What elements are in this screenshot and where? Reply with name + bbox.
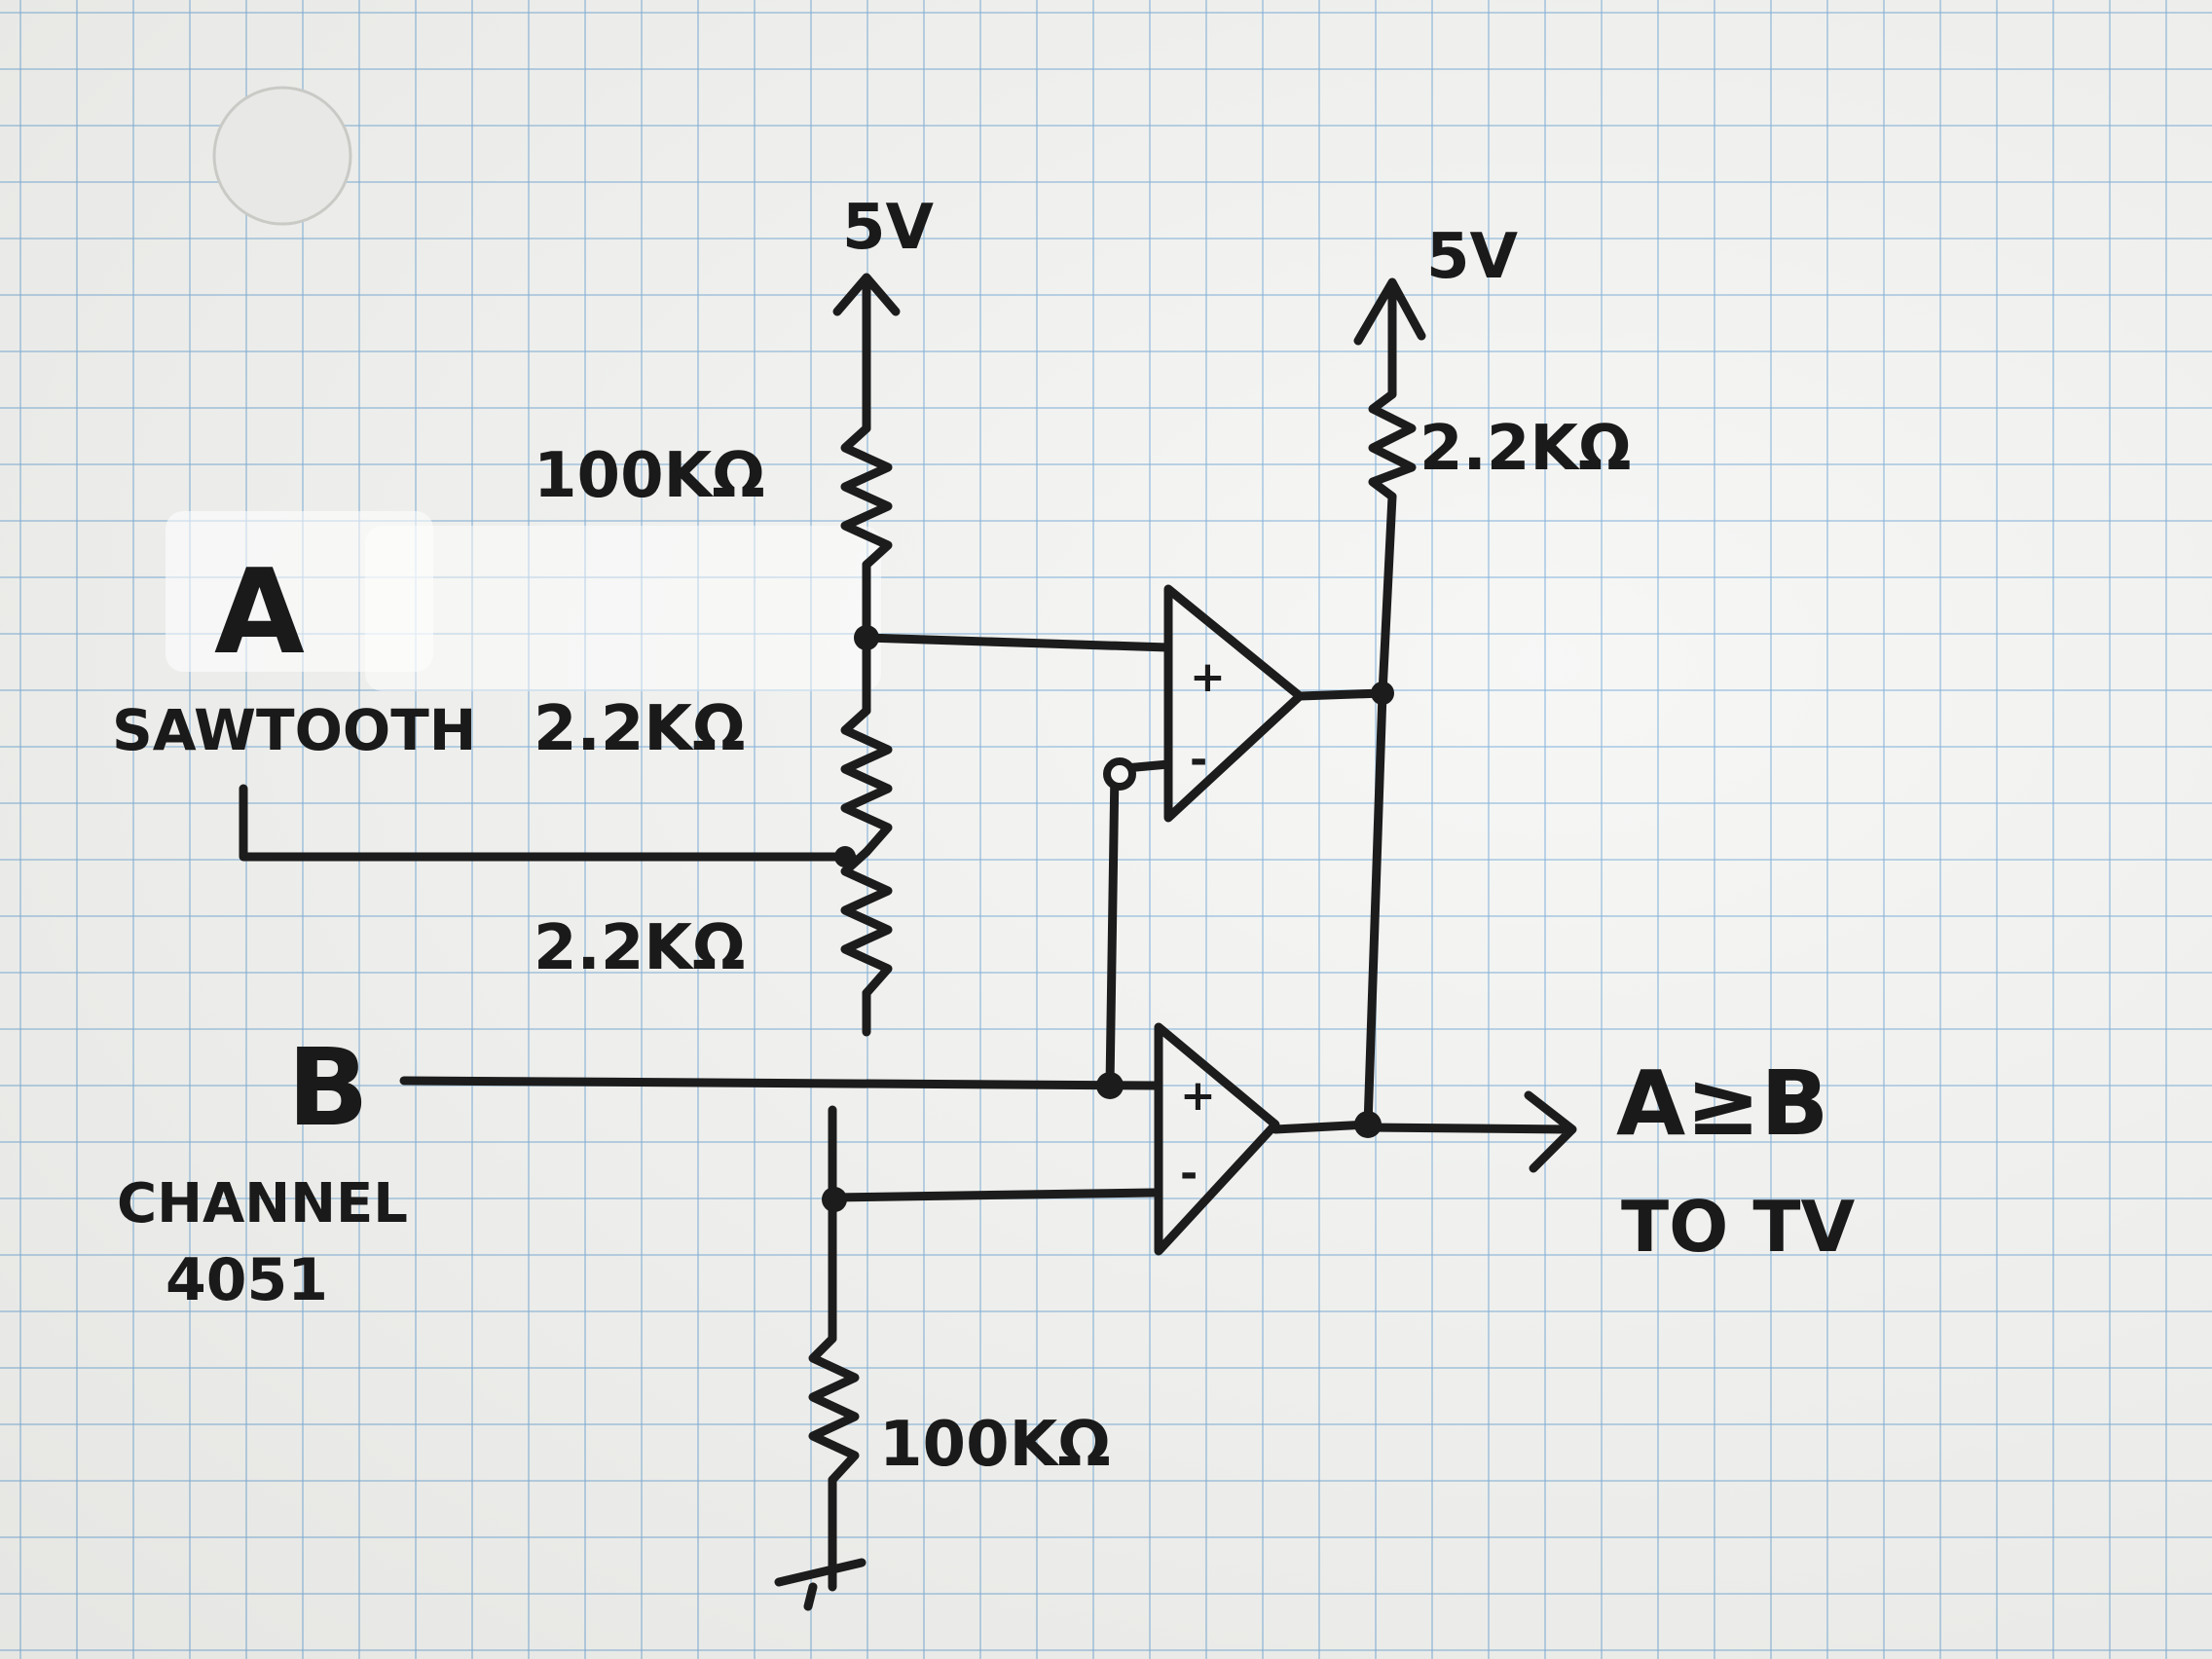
wire-output-bus [1363, 492, 1397, 1129]
label-r-bottom: 100KΩ [879, 1409, 1111, 1481]
node-dot-sawtooth [834, 846, 856, 867]
left-supply-arrow [832, 273, 901, 370]
label-sawtooth: SAWTOOTH [112, 697, 476, 763]
node-dot-a [854, 625, 879, 650]
label-4051: 4051 [166, 1246, 328, 1314]
label-to-tv: TO TV [1621, 1186, 1856, 1268]
tape-left [166, 511, 433, 672]
binder-hole [212, 86, 352, 226]
comp2-plus: + [1180, 1071, 1216, 1121]
label-5v-left: 5V [842, 192, 935, 264]
wire-lower-to-comp2-minus [828, 1188, 1159, 1202]
right-supply-arrow [1353, 277, 1426, 399]
resistor-pullup [1368, 389, 1417, 501]
tape-right [365, 526, 881, 691]
wire-input-b [399, 1076, 1163, 1090]
resistor-mid2 [840, 847, 893, 998]
node-dot-lower [822, 1187, 847, 1212]
label-input-a: A [214, 545, 305, 681]
comparator-2 [1154, 1022, 1280, 1256]
label-r-mid2: 2.2KΩ [534, 912, 745, 984]
label-r-mid1: 2.2KΩ [534, 693, 745, 765]
resistor-mid1 [840, 706, 893, 857]
resistor-top [840, 424, 893, 570]
comparator-1 [1163, 584, 1305, 823]
sawtooth-wire [239, 784, 857, 862]
label-r-pullup: 2.2KΩ [1419, 413, 1631, 485]
comp1-minus: - [1190, 735, 1207, 785]
wire-a-to-comp1 [862, 633, 1173, 652]
label-input-b: B [287, 1025, 369, 1150]
label-r-top: 100KΩ [534, 440, 765, 512]
ground-symbol [774, 1475, 866, 1611]
label-channel: CHANNEL [117, 1172, 408, 1235]
wire-comp1-out [1295, 688, 1387, 701]
comp1-plus: + [1190, 652, 1226, 702]
label-5v-right: 5V [1426, 221, 1519, 293]
output-arrow [1363, 1090, 1577, 1173]
comp2-minus: - [1180, 1149, 1198, 1198]
resistor-bottom [808, 1334, 860, 1485]
wire-comp2-out [1271, 1120, 1373, 1134]
label-output: A≥B [1616, 1051, 1828, 1156]
node-ring [1103, 757, 1136, 791]
